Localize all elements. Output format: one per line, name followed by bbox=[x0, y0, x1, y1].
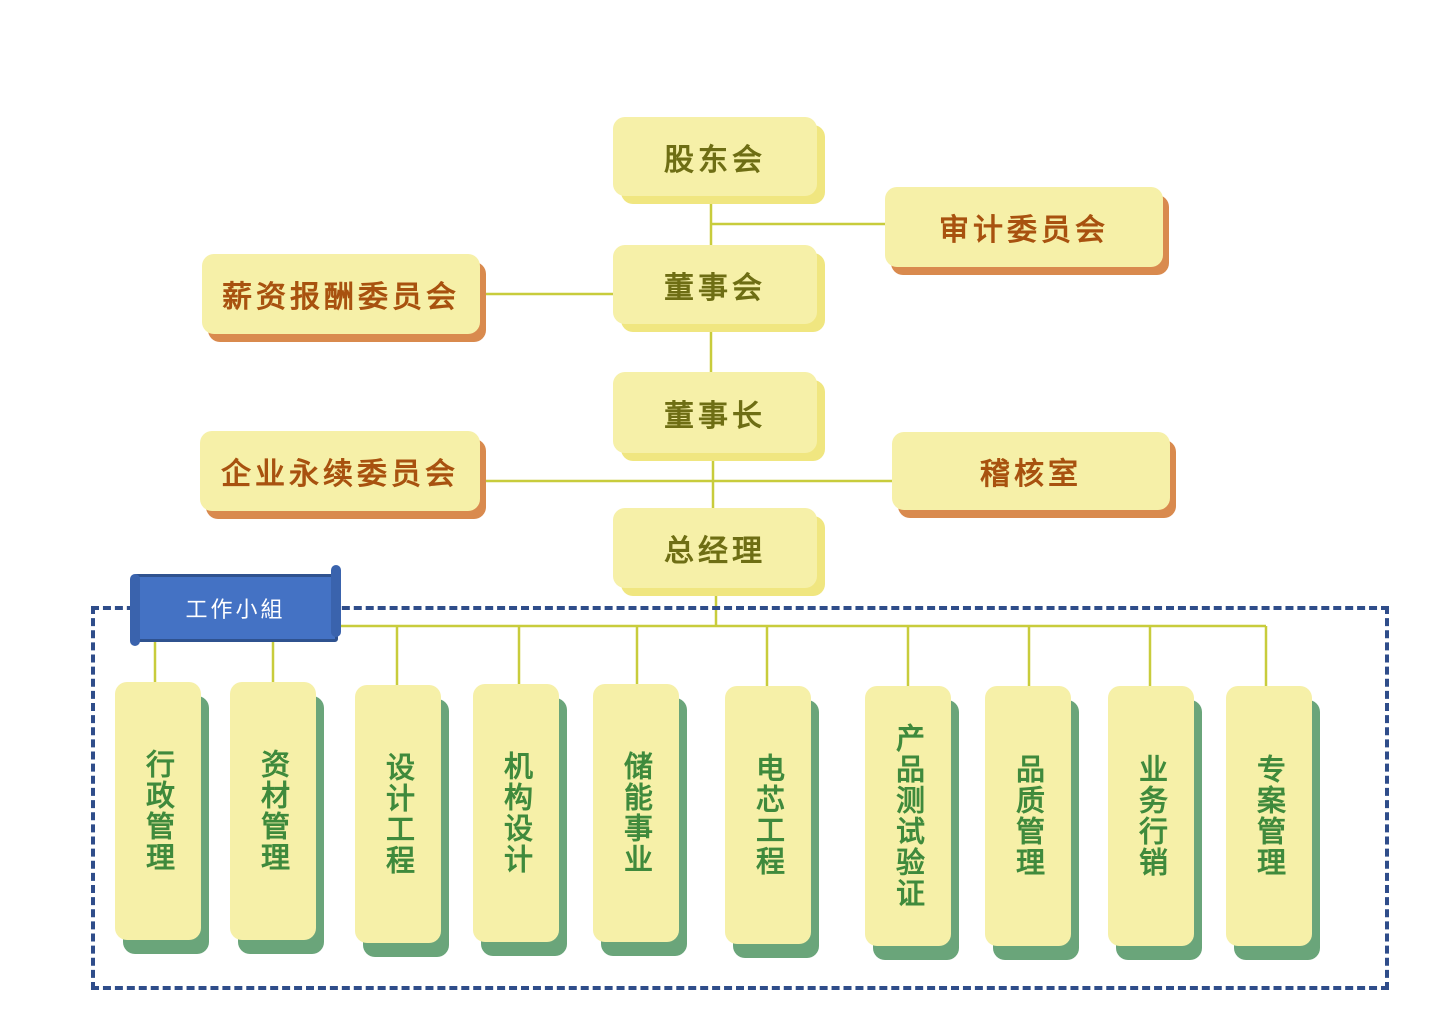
general-manager-node: 总经理 bbox=[613, 508, 817, 588]
working-group-frame bbox=[91, 606, 1389, 990]
banner-scroll-right bbox=[331, 565, 341, 637]
sustainability-committee-node: 企业永续委员会 bbox=[200, 431, 480, 511]
shareholders-node: 股东会 bbox=[613, 117, 817, 196]
department-mechanical-design: 机构设计 bbox=[473, 684, 559, 942]
department-energy-storage: 储能事业 bbox=[593, 684, 679, 942]
chairman-node: 董事长 bbox=[613, 372, 817, 453]
board-node: 董事会 bbox=[613, 245, 817, 324]
department-quality-management: 品质管理 bbox=[985, 686, 1071, 946]
department-materials-management: 资材管理 bbox=[230, 682, 316, 940]
compensation-committee-node: 薪资报酬委员会 bbox=[202, 254, 480, 334]
department-cell-engineering: 电芯工程 bbox=[725, 686, 811, 944]
department-project-management: 专案管理 bbox=[1226, 686, 1312, 946]
working-group-banner: 工作小組 bbox=[130, 565, 341, 646]
department-product-testing: 产品测试验证 bbox=[865, 686, 951, 946]
department-design-engineering: 设计工程 bbox=[355, 685, 441, 943]
department-admin-management: 行政管理 bbox=[115, 682, 201, 940]
inspection-office-node: 稽核室 bbox=[892, 432, 1170, 510]
banner-scroll-left bbox=[130, 574, 140, 646]
working-group-label: 工作小組 bbox=[185, 598, 286, 623]
department-sales-marketing: 业务行销 bbox=[1108, 686, 1194, 946]
audit-committee-node: 审计委员会 bbox=[885, 187, 1163, 267]
